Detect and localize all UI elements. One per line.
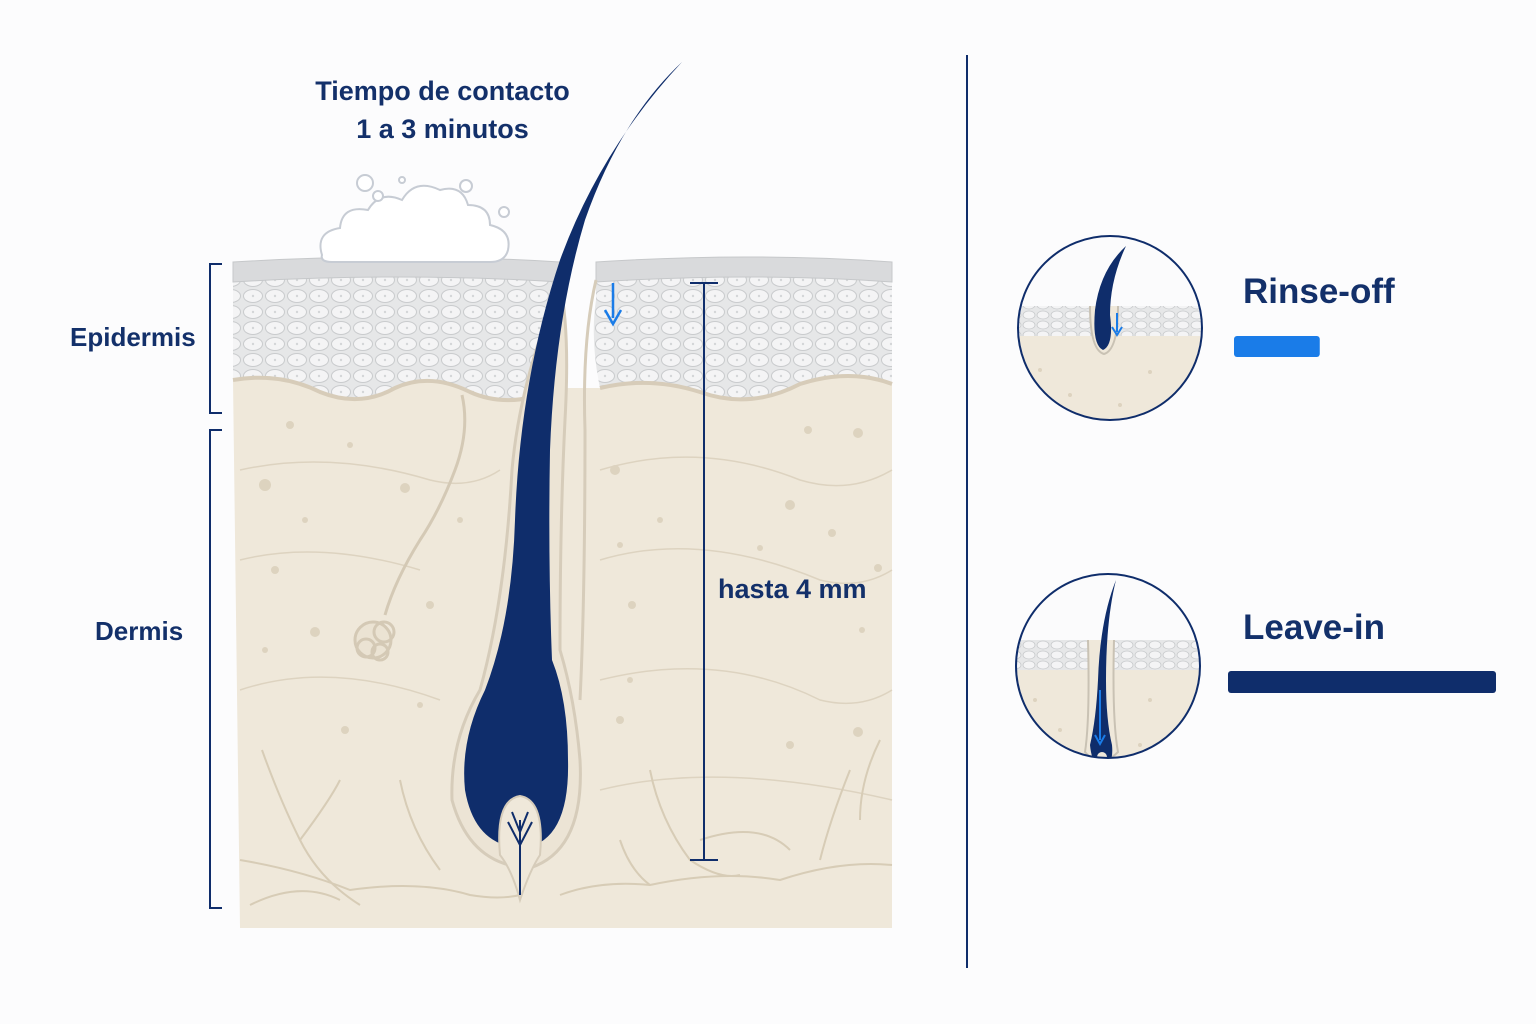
dermis-cells xyxy=(259,421,882,749)
layer-brackets xyxy=(209,263,222,909)
hair-shaft xyxy=(464,62,682,848)
rinse-off-inset xyxy=(1017,235,1203,421)
sweat-gland xyxy=(353,394,467,662)
epidermis-layer-right xyxy=(593,263,892,400)
foam-icon xyxy=(319,174,510,263)
dermis-label: Dermis xyxy=(95,616,184,646)
leave-in-inset xyxy=(1015,573,1201,759)
contact-time-value: 1 a 3 minutos xyxy=(356,114,529,144)
depth-scale xyxy=(690,282,718,861)
collagen-fibers xyxy=(239,456,893,801)
dermal-papilla xyxy=(498,794,542,904)
skin-cross-section xyxy=(232,62,893,928)
rinse-off-label: Rinse-off xyxy=(1243,272,1395,311)
rinse-off-contact-bar xyxy=(1234,336,1320,357)
epidermis-label: Epidermis xyxy=(70,322,196,352)
depth-label: hasta 4 mm xyxy=(718,574,867,604)
penetration-arrow-icon xyxy=(603,283,623,327)
epidermis-layer xyxy=(233,263,560,401)
leave-in-contact-bar xyxy=(1228,671,1496,693)
contact-time-label: Tiempo de contacto 1 a 3 minutos xyxy=(300,72,585,148)
dermis-layer xyxy=(233,376,892,928)
stratum-corneum-right xyxy=(595,256,893,283)
leave-in-label: Leave-in xyxy=(1243,608,1385,647)
vessels xyxy=(239,739,893,906)
contact-time-title: Tiempo de contacto xyxy=(315,76,570,106)
